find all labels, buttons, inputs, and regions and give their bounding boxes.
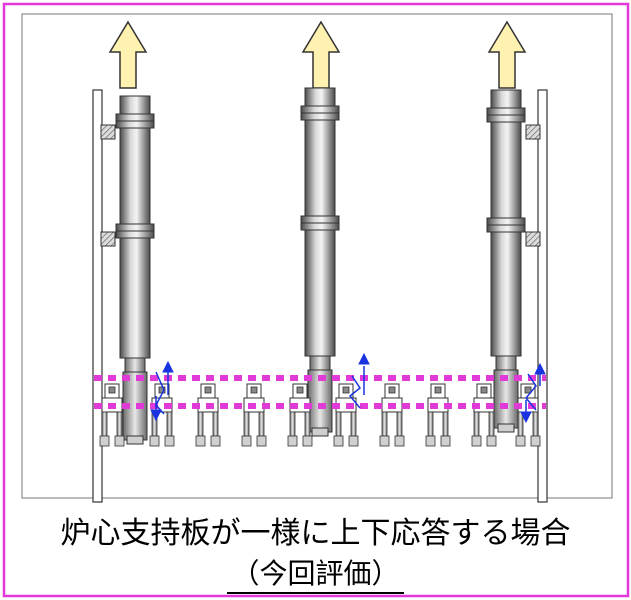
short-assembly [241,383,267,447]
displacement-arrow-right [520,362,546,424]
long-assembly-center [300,87,340,437]
caption-line-2: （今回評価） [0,552,631,594]
short-assembly [195,383,221,447]
caption-line-1: 炉心支持板が一様に上下応答する場合 [60,516,571,551]
right-bracket-upper [525,124,541,140]
left-wall [92,89,103,503]
displacement-arrow-center [348,352,370,409]
upward-arrow-left [108,20,148,89]
right-bracket-lower [525,231,541,247]
upward-arrow-right [487,20,527,89]
short-assembly [471,383,497,447]
left-bracket-upper [100,124,116,140]
short-assembly [99,383,125,447]
displacement-arrow-left [150,360,174,422]
short-assembly [425,383,451,447]
inner-frame [21,13,613,499]
short-assembly [379,383,405,447]
caption-line-2-text: （今回評価） [227,557,404,594]
long-assembly-left [115,95,155,445]
right-wall [537,89,548,503]
left-bracket-lower [100,231,116,247]
upward-arrow-center [301,20,341,89]
